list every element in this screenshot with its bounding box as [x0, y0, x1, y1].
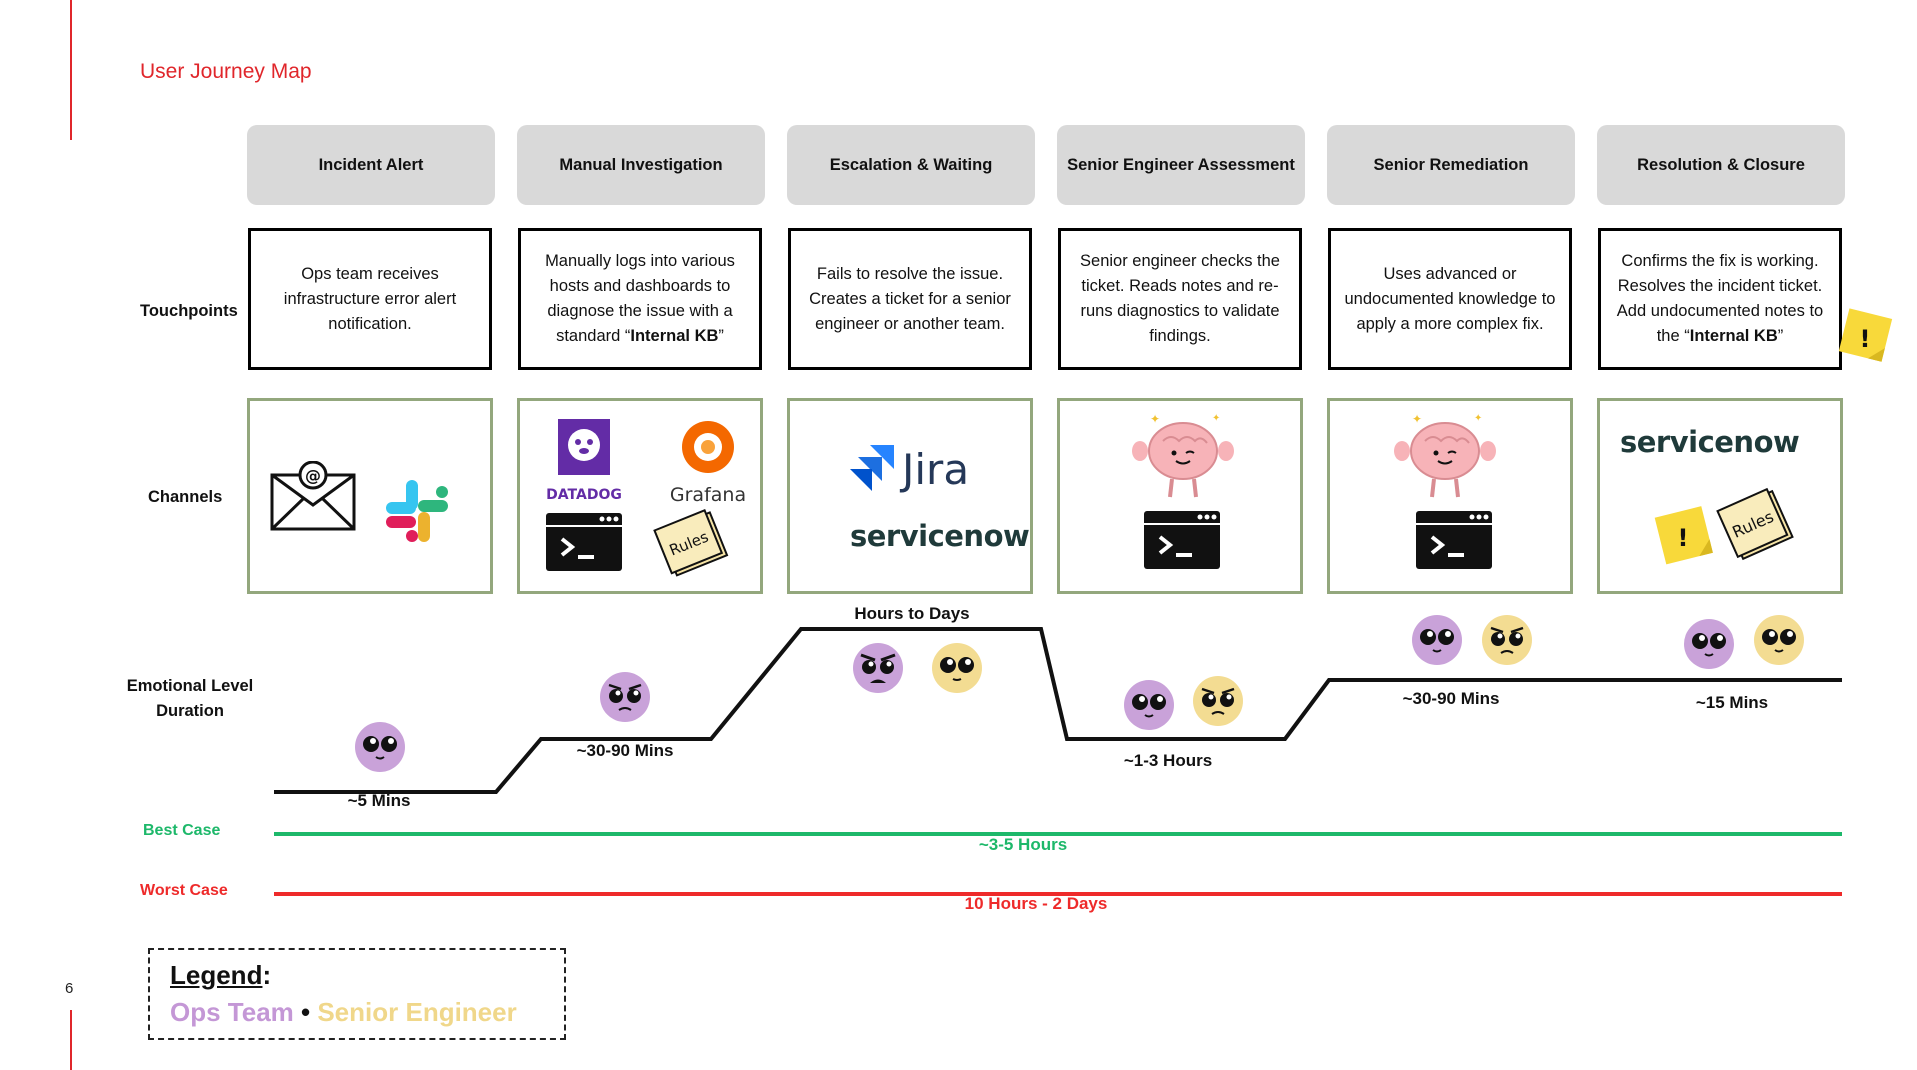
duration-resolution: ~15 Mins — [1695, 693, 1769, 712]
worst-case-label: Worst Case — [140, 882, 228, 899]
channels-manual-investigation: DATADOG Grafana Rules — [517, 398, 763, 594]
touchpoint-incident-alert: Ops team receives infrastructure error a… — [248, 228, 492, 370]
legend-items: Ops Team • Senior Engineer — [170, 997, 544, 1028]
worst-case-value: 10 Hours - 2 Days — [964, 894, 1108, 913]
rules-notes-icon: Rules — [1716, 487, 1794, 561]
svg-text:✦: ✦ — [1474, 413, 1482, 424]
sticky-note-icon: ! — [1838, 308, 1893, 362]
grafana-icon: Grafana — [670, 421, 746, 506]
ops-team-face-angry — [853, 643, 903, 693]
servicenow-icon: servicenow — [850, 519, 1030, 553]
touchpoint-text: Manually logs into various hosts and das… — [545, 252, 735, 345]
svg-text:✦: ✦ — [1212, 413, 1220, 424]
side-rule-top — [70, 0, 72, 140]
row-label-channels: Channels — [148, 488, 223, 506]
senior-engineer-face-neutral — [932, 643, 982, 693]
touchpoint-text: Uses advanced or undocumented knowledge … — [1344, 264, 1556, 333]
phase-header-manual-investigation: Manual Investigation — [517, 125, 765, 205]
legend: Legend: Ops Team • Senior Engineer — [148, 948, 566, 1040]
duration-senior-remediation: ~30-90 Mins — [1402, 689, 1500, 708]
touchpoint-resolution: Confirms the fix is working. Resolves th… — [1598, 228, 1842, 370]
ops-team-face-happy — [1684, 619, 1734, 669]
jira-icon: Jira — [850, 445, 969, 494]
svg-text:Jira: Jira — [899, 445, 969, 494]
email-icon: @ — [270, 461, 356, 531]
svg-text:@: @ — [305, 466, 321, 485]
ops-team-face-happy — [1124, 680, 1174, 730]
brain-icon: ✦✦ — [1132, 412, 1234, 498]
touchpoint-senior-assessment: Senior engineer checks the ticket. Reads… — [1058, 228, 1302, 370]
best-case-label: Best Case — [143, 822, 221, 839]
best-case-value: ~3-5 Hours — [978, 835, 1068, 854]
svg-text:!: ! — [1860, 325, 1871, 353]
rules-notes-icon: Rules — [653, 508, 729, 577]
touchpoint-escalation: Fails to resolve the issue. Creates a ti… — [788, 228, 1032, 370]
duration-incident-alert: ~5 Mins — [347, 791, 411, 810]
svg-text:DATADOG: DATADOG — [546, 487, 622, 503]
legend-separator: • — [293, 997, 318, 1027]
page-number: 6 — [65, 980, 74, 997]
ops-team-face-happy — [355, 722, 405, 772]
servicenow-icon: servicenow — [1620, 425, 1800, 459]
touchpoint-text: Confirms the fix is working. Resolves th… — [1616, 252, 1824, 345]
page-title: User Journey Map — [140, 60, 312, 83]
sticky-note-icon: ! — [1654, 506, 1713, 565]
channels-escalation: Jira servicenow — [787, 398, 1033, 594]
channels-resolution: servicenow ! Rules — [1597, 398, 1843, 594]
touchpoint-senior-remediation: Uses advanced or undocumented knowledge … — [1328, 228, 1572, 370]
ops-team-face-happy — [1412, 615, 1462, 665]
row-label-emotional-level: Emotional Level — [126, 677, 254, 695]
legend-ops-team: Ops Team — [170, 997, 294, 1027]
senior-engineer-face-annoyed — [1482, 615, 1532, 665]
legend-senior-engineer: Senior Engineer — [317, 997, 517, 1027]
duration-manual-investigation: ~30-90 Mins — [576, 741, 674, 760]
row-label-duration: Duration — [156, 702, 224, 720]
slack-icon — [386, 480, 448, 542]
side-rule-bottom — [70, 1010, 72, 1070]
svg-text:Grafana: Grafana — [670, 484, 746, 506]
svg-text:✦: ✦ — [1150, 412, 1160, 426]
terminal-icon — [1416, 511, 1492, 569]
datadog-icon: DATADOG — [546, 419, 622, 503]
touchpoint-manual-investigation: Manually logs into various hosts and das… — [518, 228, 762, 370]
svg-text:!: ! — [1678, 524, 1689, 552]
terminal-icon — [546, 513, 622, 571]
brain-icon: ✦✦ — [1394, 412, 1496, 498]
channels-incident-alert: @ — [247, 398, 493, 594]
channels-senior-assessment: ✦✦ — [1057, 398, 1303, 594]
phase-header-incident-alert: Incident Alert — [247, 125, 495, 205]
touchpoint-text: Fails to resolve the issue. Creates a ti… — [809, 264, 1011, 333]
touchpoint-text: Senior engineer checks the ticket. Reads… — [1080, 252, 1280, 345]
phase-header-resolution-closure: Resolution & Closure — [1597, 125, 1845, 205]
terminal-icon — [1144, 511, 1220, 569]
phase-header-senior-assessment: Senior Engineer Assessment — [1057, 125, 1305, 205]
legend-title: Legend: — [170, 960, 272, 990]
row-label-touchpoints: Touchpoints — [140, 302, 238, 320]
svg-text:✦: ✦ — [1412, 412, 1422, 426]
phase-header-senior-remediation: Senior Remediation — [1327, 125, 1575, 205]
duration-senior-assessment: ~1-3 Hours — [1123, 751, 1213, 770]
row-label-emotional: Emotional Level Duration — [120, 674, 260, 724]
senior-engineer-face-annoyed — [1193, 676, 1243, 726]
channels-senior-remediation: ✦✦ — [1327, 398, 1573, 594]
touchpoint-text: Ops team receives infrastructure error a… — [283, 264, 457, 333]
duration-escalation: Hours to Days — [854, 604, 970, 623]
ops-team-face-annoyed — [600, 672, 650, 722]
senior-engineer-face-happy — [1754, 615, 1804, 665]
phase-header-escalation-waiting: Escalation & Waiting — [787, 125, 1035, 205]
